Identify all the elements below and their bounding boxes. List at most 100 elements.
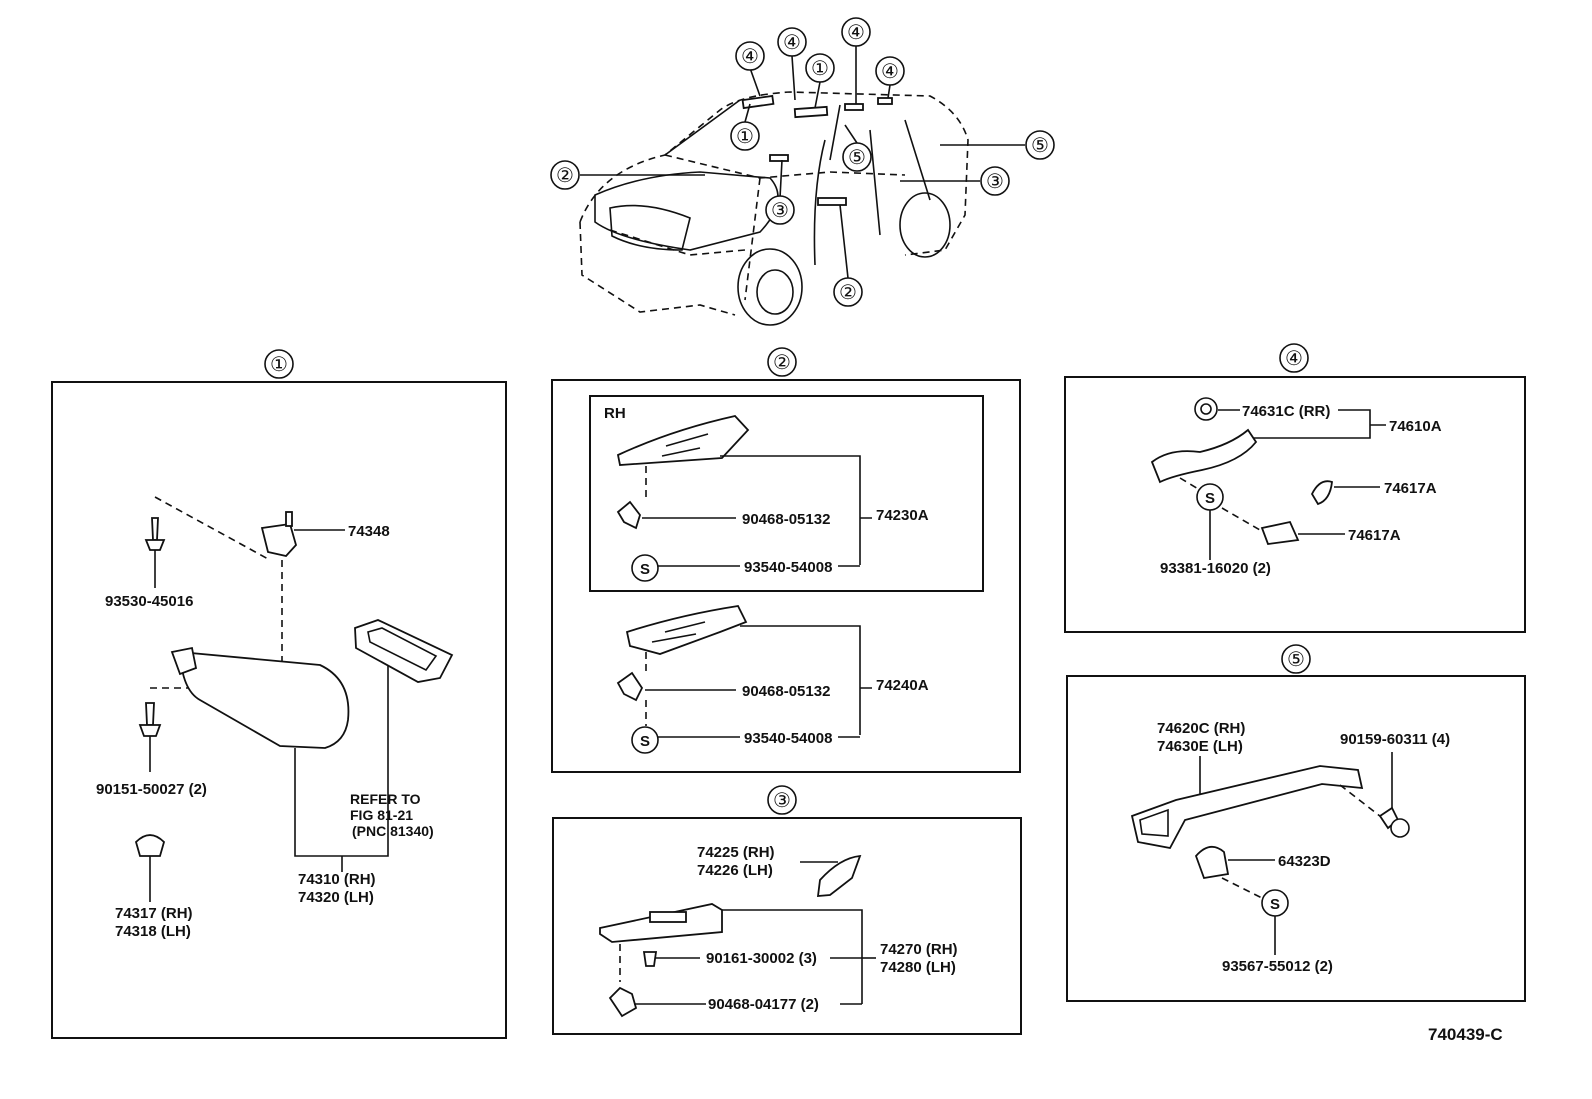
section-2-rh-frame: [589, 395, 984, 592]
overview-callouts: ④ ④ ① ④ ④ ① ② ⑤ ⑤ ③ ③ ②: [550, 17, 1055, 307]
overview-handle-rear: [877, 97, 893, 105]
s-symbol-b: S: [640, 733, 650, 750]
clip-icon: [608, 986, 638, 1018]
vanity-mirror-icon: [354, 619, 454, 683]
callout-7: ②: [556, 165, 574, 187]
cover-icon: [816, 854, 862, 897]
door-trim-icon: [599, 903, 723, 943]
overview-scuff: [769, 154, 789, 162]
label-90161-30002: 90161-30002 (3): [706, 950, 817, 967]
front-wheel: [737, 248, 803, 326]
callout-11: ③: [771, 200, 789, 222]
label-74310-rh: 74310 (RH): [298, 871, 376, 888]
clip-icon: [616, 500, 641, 530]
label-74280-lh: 74280 (LH): [880, 959, 956, 976]
visor-pivot-icon: [170, 646, 198, 676]
section-1-sun-visor: ① 93530-45016 74348 74310 (RH) 74320 (LH…: [51, 349, 507, 1039]
label-refer-pnc: (PNC 81340): [352, 823, 434, 839]
label-refer-to: REFER TO: [350, 791, 421, 807]
callout-12: ②: [839, 282, 857, 304]
rear-wheel: [899, 192, 951, 258]
callout-5: ④: [881, 61, 899, 83]
label-a-74230a: 74230A: [876, 507, 929, 524]
label-93530-45016: 93530-45016: [105, 593, 193, 610]
section-5-heading: ⑤: [1287, 649, 1305, 671]
label-74617a-1: 74617A: [1384, 480, 1437, 497]
callout-9: ⑤: [1031, 135, 1049, 157]
label-74631c-rr: 74631C (RR): [1242, 403, 1330, 420]
label-93381-16020: 93381-16020 (2): [1160, 560, 1271, 577]
s-symbol-4: S: [1205, 490, 1215, 507]
label-a-90468-05132: 90468-05132: [742, 511, 830, 528]
label-74270-rh: 74270 (RH): [880, 941, 958, 958]
figure-code: 740439-C: [1428, 1025, 1503, 1044]
vehicle-door-line: [813, 119, 931, 266]
label-64323d: 64323D: [1278, 853, 1331, 870]
vehicle-grille: [609, 204, 691, 251]
callout-2: ④: [783, 32, 801, 54]
label-b-74240a: 74240A: [876, 677, 929, 694]
label-74320-lh: 74320 (LH): [298, 889, 374, 906]
overview-leaders: [580, 46, 1025, 279]
label-90151-50027: 90151-50027 (2): [96, 781, 207, 798]
s-symbol-5: S: [1270, 896, 1280, 913]
section-3-cowl-trim: ③ 74225 (RH) 74226 (LH) 90161-30002 (3) …: [552, 785, 1022, 1035]
section-5-frame: [1066, 675, 1526, 1002]
section-3-heading: ③: [773, 790, 791, 812]
section-5-grab-handle: ⑤ 74620C (RH) 74630E (LH) 90159-60311 (4…: [1066, 644, 1526, 1002]
section-3-frame: [552, 817, 1022, 1035]
cover-knob-icon: [1194, 397, 1218, 421]
label-74225-rh: 74225 (RH): [697, 844, 775, 861]
screw-icon: [145, 702, 155, 726]
visor-holder-icon: [260, 522, 298, 557]
label-93567-55012: 93567-55012 (2): [1222, 958, 1333, 975]
section-2-scuff-plate: ② RH 90468-05132 74230A 93540-54008 S 90…: [551, 347, 1021, 773]
label-b-90468-05132: 90468-05132: [742, 683, 830, 700]
s-symbol-a: S: [640, 561, 650, 578]
sun-visor-icon: [179, 651, 350, 749]
screw-head-icon: [144, 539, 166, 551]
vehicle-hood: [594, 171, 779, 251]
section-2-heading: ②: [773, 352, 791, 374]
label-b-93540-54008: 93540-54008: [744, 730, 832, 747]
section-4-heading: ④: [1285, 348, 1303, 370]
callout-6: ①: [736, 126, 754, 148]
label-90468-04177: 90468-04177 (2): [708, 996, 819, 1013]
section-1-frame: [51, 381, 507, 1039]
front-wheel-hub: [756, 269, 794, 315]
overview-visor-left: [741, 94, 775, 110]
overview-visor-right: [793, 105, 829, 119]
visor-clip-icon: [134, 834, 166, 857]
callout-4: ④: [847, 22, 865, 44]
callout-10: ③: [986, 171, 1004, 193]
label-a-93540-54008: 93540-54008: [744, 559, 832, 576]
section-2-rh-label: RH: [604, 405, 626, 422]
vehicle-windshield: [664, 99, 841, 161]
clip-icon: [616, 671, 644, 702]
callout-1: ④: [741, 46, 759, 68]
overview-trim: [817, 197, 847, 206]
bracket-cap-icon: [1260, 520, 1300, 545]
section-4-frame: [1064, 376, 1526, 633]
cap-icon: [1310, 480, 1333, 506]
label-74610a: 74610A: [1389, 418, 1442, 435]
label-refer-fig: FIG 81-21: [350, 807, 413, 823]
vehicle-outline: [579, 91, 969, 316]
section-4-assist-grip: ④ 74631C (RR) 74610A S 93381-16020 (2) 7…: [1064, 343, 1526, 633]
vehicle-overview: ④ ④ ① ④ ④ ① ② ⑤ ⑤ ③ ③ ②: [550, 17, 1055, 326]
label-74620c-rh: 74620C (RH): [1157, 720, 1245, 737]
clip-icon: [1194, 846, 1230, 880]
screw-icon: [642, 951, 658, 967]
label-74617a-2: 74617A: [1348, 527, 1401, 544]
section-1-heading: ①: [270, 354, 288, 376]
label-74226-lh: 74226 (LH): [697, 862, 773, 879]
label-90159-60311: 90159-60311 (4): [1340, 731, 1450, 748]
label-74630e-lh: 74630E (LH): [1157, 738, 1243, 755]
callout-3: ①: [811, 58, 829, 80]
screw-icon: [151, 517, 159, 541]
label-74318-lh: 74318 (LH): [115, 923, 191, 940]
section-2-frame: [551, 379, 1021, 773]
label-74317-rh: 74317 (RH): [115, 905, 193, 922]
scuff-plate-rear-icon: [625, 605, 748, 655]
